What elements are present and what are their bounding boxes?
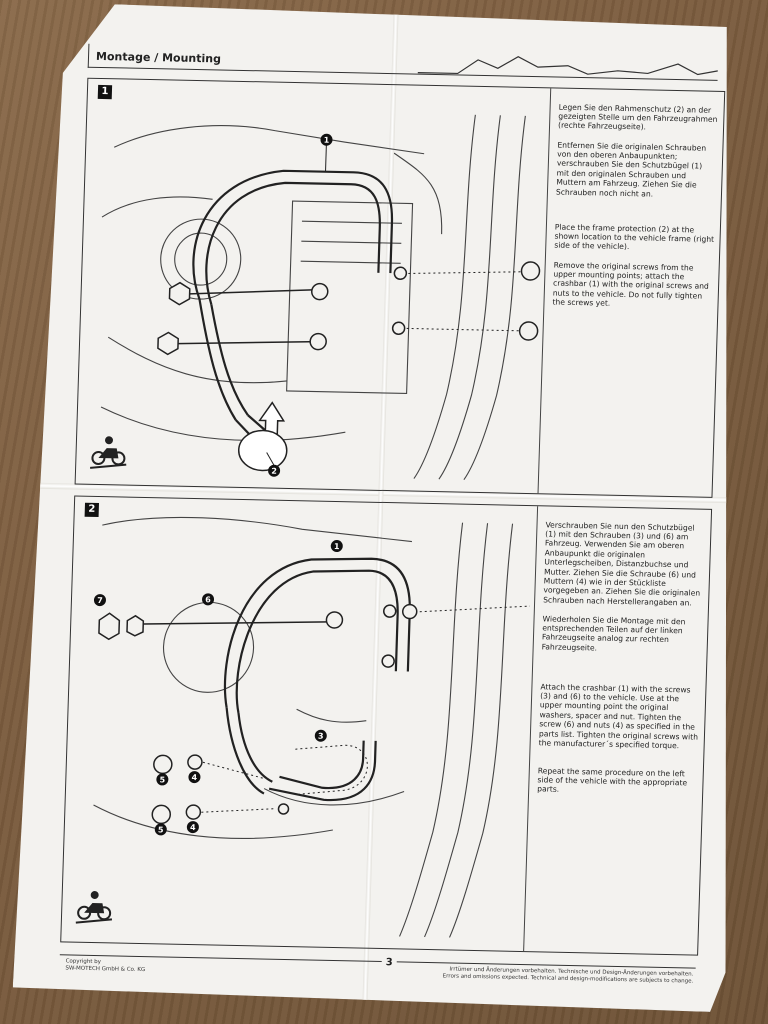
callout-1 bbox=[331, 540, 343, 552]
svg-text:1: 1 bbox=[334, 542, 340, 551]
callout-1 bbox=[320, 134, 332, 146]
callout-7 bbox=[94, 594, 106, 606]
svg-text:2: 2 bbox=[271, 467, 277, 476]
rider-icon bbox=[74, 889, 115, 926]
callout-5b bbox=[155, 823, 167, 835]
step-1-text-de-1: Legen Sie den Rahmenschutz (2) an der ge… bbox=[557, 102, 718, 132]
svg-text:5: 5 bbox=[159, 775, 165, 784]
page-title: Montage / Mounting bbox=[95, 49, 222, 66]
page-footer: Copyright by SW-MOTECH GmbH & Co. KG 3 I… bbox=[59, 948, 696, 991]
step-2-illustration: 1 3 4 4 5 5 6 7 bbox=[69, 505, 532, 944]
step-2-text: Verschrauben Sie nun den Schutzbügel (1)… bbox=[523, 506, 711, 954]
callout-3 bbox=[315, 730, 327, 742]
step-2-text-de-1: Verschrauben Sie nun den Schutzbügel (1)… bbox=[543, 519, 701, 608]
step-2-text-en-2: Repeat the same procedure on the left si… bbox=[537, 765, 688, 795]
disclaimer: Irrtümer und Änderungen vorbehalten. Tec… bbox=[442, 966, 694, 985]
step-1-text-en-2: Remove the original screws from the uppe… bbox=[552, 260, 709, 308]
page-header: Montage / Mounting bbox=[88, 38, 719, 81]
step-1-illustration: 1 2 bbox=[84, 87, 546, 486]
callout-5 bbox=[156, 773, 168, 785]
step-1-panel: 1 bbox=[75, 78, 726, 498]
copyright: Copyright by SW-MOTECH GmbH & Co. KG bbox=[65, 958, 146, 974]
svg-text:1: 1 bbox=[324, 136, 330, 145]
svg-text:7: 7 bbox=[97, 596, 103, 605]
step-1-text: Legen Sie den Rahmenschutz (2) an der ge… bbox=[538, 88, 725, 496]
rider-icon bbox=[88, 434, 129, 471]
svg-text:6: 6 bbox=[205, 595, 211, 604]
mountain-logo-icon bbox=[418, 45, 719, 81]
step-1-text-de-2: Entfernen Sie die originalen Schrauben v… bbox=[555, 140, 707, 199]
svg-text:4: 4 bbox=[190, 823, 196, 832]
step-2-text-de-2: Wiederholen Sie die Montage mit den ents… bbox=[541, 613, 686, 653]
callout-6 bbox=[202, 593, 214, 605]
callout-4 bbox=[188, 771, 200, 783]
step-1-text-en-1: Place the frame protection (2) at the sh… bbox=[554, 222, 715, 252]
svg-text:5: 5 bbox=[158, 825, 164, 834]
page-number: 3 bbox=[382, 957, 397, 968]
callout-2 bbox=[268, 465, 280, 477]
step-2-panel: 2 bbox=[60, 496, 712, 956]
instruction-sheet: Montage / Mounting 1 bbox=[12, 3, 755, 1012]
svg-text:4: 4 bbox=[192, 773, 198, 782]
callout-4b bbox=[187, 821, 199, 833]
svg-text:3: 3 bbox=[318, 732, 324, 741]
step-2-text-en-1: Attach the crashbar (1) with the screws … bbox=[538, 681, 699, 751]
